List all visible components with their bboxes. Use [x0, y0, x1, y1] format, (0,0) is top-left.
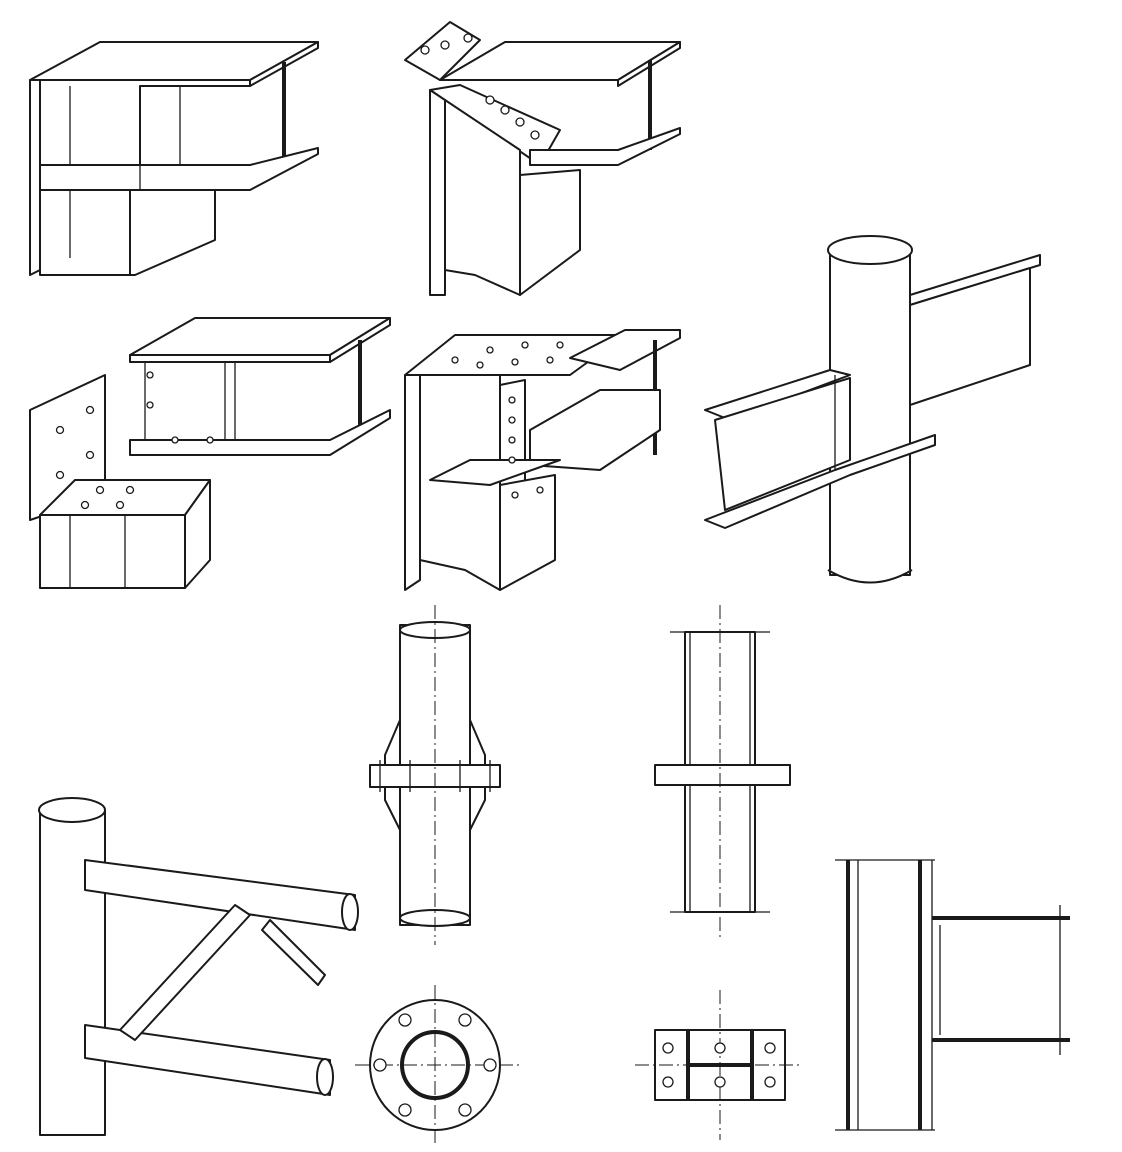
welded-beam-column-joint-drawing	[29, 41, 319, 276]
tube-flange-elevation-drawing	[369, 605, 501, 945]
tube-truss-joint-drawing	[38, 797, 359, 1136]
bolted-knee-joint-drawing	[404, 21, 681, 296]
bolt-holes	[373, 1013, 497, 1117]
tube-flange-plan-drawing	[355, 985, 520, 1145]
bolt-holes	[55, 371, 214, 510]
h-column-splice-elevation-drawing	[654, 605, 791, 940]
tube-column-i-beam-joint-drawing	[704, 235, 1041, 584]
h-column-splice-plan-drawing	[635, 990, 800, 1140]
bolt-holes	[662, 1042, 776, 1088]
bolt-holes	[451, 341, 564, 499]
bolted-end-plate-joint-drawing	[29, 317, 391, 589]
bolt-holes	[420, 33, 540, 140]
column-beam-section-drawing	[835, 859, 1070, 1131]
haunched-beam-column-joint-drawing	[404, 329, 681, 591]
